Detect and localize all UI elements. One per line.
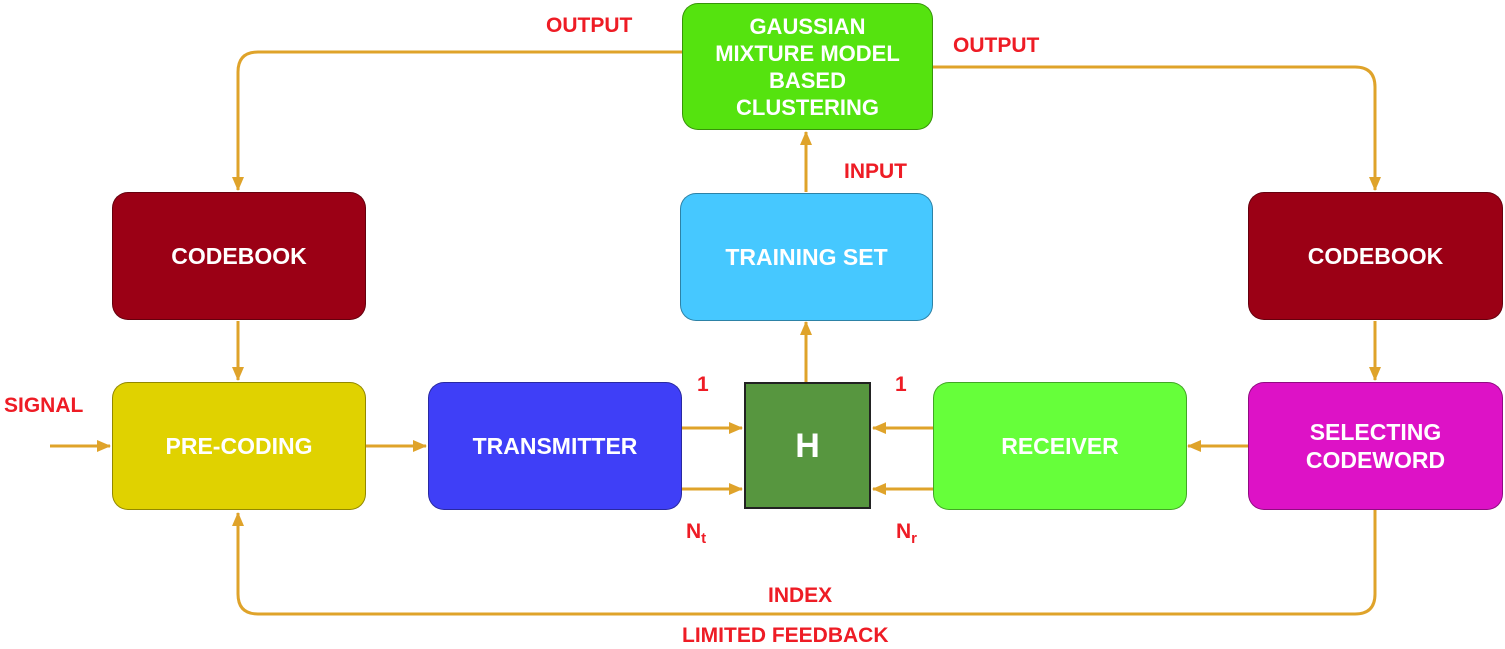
selecting-codeword-block: SELECTING CODEWORD <box>1248 382 1503 510</box>
transmitter-block: TRANSMITTER <box>428 382 682 510</box>
channel-matrix-block: H <box>744 382 871 509</box>
gmm-clustering-block: GAUSSIAN MIXTURE MODEL BASED CLUSTERING <box>682 3 933 130</box>
tx-antenna-nt-label: Nt <box>686 520 707 547</box>
output-left-label: OUTPUT <box>546 14 633 37</box>
codebook-left-block: CODEBOOK <box>112 192 366 320</box>
training-set-block: TRAINING SET <box>680 193 933 321</box>
signal-label: SIGNAL <box>4 394 84 417</box>
rx-antenna-1-label: 1 <box>895 373 907 396</box>
input-label: INPUT <box>844 160 907 183</box>
rx-antenna-nr-label: Nr <box>896 520 918 547</box>
arrow-gmm-to-codebook-right <box>933 65 1381 191</box>
precoding-block: PRE-CODING <box>112 382 366 510</box>
arrow-gmm-to-codebook-left <box>232 50 682 191</box>
receiver-block: RECEIVER <box>933 382 1187 510</box>
index-label: INDEX <box>768 584 833 607</box>
arrow-limited-feedback <box>232 510 1377 616</box>
output-right-label: OUTPUT <box>953 34 1040 57</box>
limited-feedback-label: LIMITED FEEDBACK <box>682 624 889 647</box>
codebook-right-block: CODEBOOK <box>1248 192 1503 320</box>
tx-antenna-1-label: 1 <box>697 373 709 396</box>
